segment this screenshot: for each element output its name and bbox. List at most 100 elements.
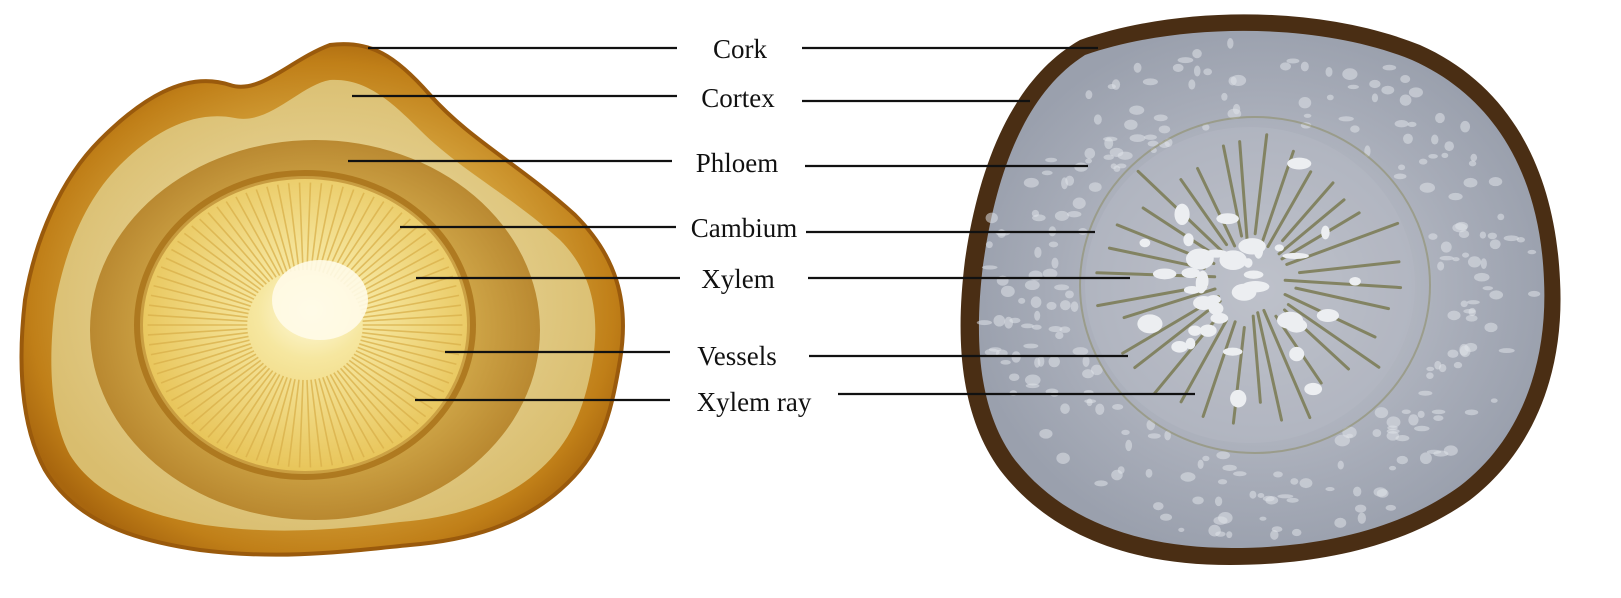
- right-cell: [1009, 373, 1020, 381]
- right-cell: [1085, 90, 1092, 99]
- right-cell: [1026, 383, 1040, 388]
- right-vessel: [1289, 347, 1304, 361]
- right-cell: [1452, 257, 1459, 261]
- right-vessel: [1349, 277, 1361, 286]
- cork-label: Cork: [713, 34, 768, 64]
- right-cell: [1372, 429, 1381, 437]
- cambium-label: Cambium: [691, 213, 798, 243]
- right-cell: [1049, 356, 1060, 367]
- right-cell: [1369, 80, 1380, 88]
- right-cell: [1045, 158, 1057, 163]
- right-cell: [1441, 241, 1452, 252]
- right-cell: [1273, 471, 1283, 477]
- right-cell: [1215, 497, 1222, 507]
- right-cell: [1437, 262, 1444, 271]
- right-cell: [1400, 95, 1412, 106]
- right-cell: [1265, 496, 1278, 504]
- right-cell: [1489, 290, 1503, 299]
- right-vessel: [1242, 281, 1270, 292]
- right-cell: [1480, 232, 1486, 239]
- right-vessel: [1282, 253, 1309, 259]
- right-cell: [1215, 531, 1225, 536]
- right-cell: [1039, 429, 1052, 439]
- right-cell: [1060, 403, 1070, 414]
- right-cell: [1461, 300, 1468, 307]
- right-cell: [1259, 517, 1266, 521]
- right-cell: [1277, 494, 1293, 498]
- right-cell: [1094, 480, 1107, 486]
- right-cell: [1025, 280, 1040, 290]
- right-cell: [1464, 178, 1478, 188]
- right-cell: [1031, 296, 1042, 308]
- right-cell: [1192, 49, 1202, 58]
- right-vessel: [1216, 213, 1239, 224]
- xylem-ray-label: Xylem ray: [697, 387, 812, 417]
- cortex-label: Cortex: [701, 83, 775, 113]
- right-cell: [1192, 496, 1203, 504]
- right-cell: [1292, 529, 1302, 536]
- right-cell: [1418, 391, 1432, 396]
- right-cell: [1049, 326, 1063, 332]
- right-cell: [1482, 286, 1493, 290]
- right-cell: [1355, 505, 1366, 513]
- right-vessel: [1230, 390, 1246, 408]
- right-cell: [1374, 487, 1388, 497]
- right-cell: [1454, 362, 1462, 368]
- right-cell: [1358, 513, 1366, 524]
- right-vessel: [1210, 313, 1228, 324]
- right-cell: [1481, 258, 1487, 269]
- right-cell: [1326, 67, 1333, 77]
- right-cell: [1528, 250, 1537, 254]
- right-cell: [989, 347, 1002, 352]
- left-xylem-center: [272, 260, 368, 340]
- right-cell: [1108, 84, 1116, 89]
- right-cell: [1112, 404, 1123, 410]
- right-cell: [1049, 241, 1058, 247]
- right-cell: [1420, 452, 1432, 464]
- right-cell: [1402, 409, 1411, 413]
- right-vessel: [1196, 273, 1207, 293]
- right-cell: [1103, 137, 1117, 142]
- right-cell: [1130, 134, 1146, 142]
- right-cell: [1432, 410, 1446, 415]
- right-cell: [1383, 65, 1397, 71]
- right-cell: [1194, 65, 1201, 76]
- right-cell: [993, 315, 1005, 326]
- right-vessel: [1186, 248, 1214, 269]
- right-cell: [1084, 148, 1095, 159]
- right-cell: [1061, 177, 1068, 189]
- right-cell: [997, 229, 1006, 238]
- right-cell: [1148, 433, 1161, 438]
- right-cell: [986, 213, 998, 224]
- right-cell: [1073, 198, 1086, 209]
- right-cell: [1202, 456, 1209, 461]
- right-vessel: [1209, 303, 1224, 315]
- right-cell: [1440, 256, 1454, 261]
- right-vessel: [1275, 244, 1284, 251]
- right-cell: [1381, 86, 1394, 95]
- right-cell: [1124, 120, 1138, 130]
- right-cell: [1095, 404, 1104, 415]
- right-vessel: [1244, 258, 1253, 268]
- right-cell: [1408, 122, 1417, 127]
- right-cell: [1499, 348, 1515, 353]
- right-cell: [1178, 528, 1184, 532]
- right-cell: [1397, 456, 1408, 464]
- right-cell: [1338, 461, 1344, 470]
- right-cell: [1051, 258, 1058, 269]
- right-cell: [1110, 148, 1124, 157]
- right-cell: [1129, 106, 1144, 115]
- right-cell: [1400, 75, 1410, 83]
- right-cell: [1304, 114, 1312, 118]
- right-vessel: [1186, 338, 1196, 350]
- right-cell: [1084, 399, 1096, 403]
- right-cell: [1180, 472, 1195, 482]
- right-cell: [1469, 160, 1476, 166]
- right-cell: [1034, 311, 1040, 321]
- right-cell: [1178, 57, 1194, 63]
- right-cell: [1403, 134, 1413, 144]
- right-cell: [1350, 125, 1359, 132]
- right-cell: [1071, 301, 1079, 312]
- labels: Cork Cortex Phloem Cambium Xylem Vessels…: [691, 34, 812, 417]
